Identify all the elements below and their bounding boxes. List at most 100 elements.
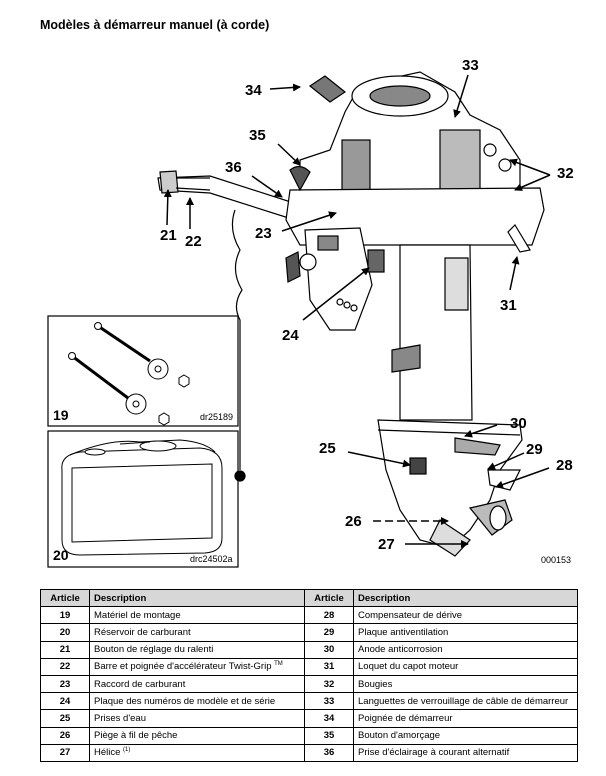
article-description-text: Languettes de verrouillage de câble de d… — [358, 695, 569, 707]
article-number-text: 22 — [59, 661, 71, 673]
article-number-text: 27 — [59, 747, 71, 759]
article-description-text: Bouton de réglage du ralenti — [94, 644, 214, 656]
article-description-text: Poignée de démarreur — [358, 712, 453, 724]
article-description: Matériel de montage — [89, 606, 305, 625]
article-description: Poignée de démarreur — [353, 709, 578, 728]
article-description: Compensateur de dérive — [353, 606, 578, 625]
callout-29: 29 — [526, 441, 543, 458]
article-number-text: 23 — [59, 678, 71, 690]
article-number: 33 — [304, 692, 354, 711]
table-row: 20 Réservoir de carburant 29 Plaque antiven… — [40, 623, 578, 642]
starter-handle — [308, 75, 347, 103]
bolt-icon — [68, 322, 190, 426]
article-number: 34 — [304, 709, 354, 728]
article-number-text: 20 — [59, 626, 71, 638]
article-description-text: Prise d'éclairage à courant alternatif — [358, 747, 510, 759]
article-description-superscript: (1) — [123, 747, 131, 754]
article-description: Plaque antiventilation — [353, 623, 578, 642]
article-description-text: Réservoir de carburant — [94, 626, 191, 638]
article-number: 36 — [304, 743, 354, 762]
header-article-left: Article — [40, 588, 90, 608]
article-number: 30 — [304, 640, 354, 659]
article-description-text: Loquet du capot moteur — [358, 661, 459, 673]
article-number: 32 — [304, 674, 354, 694]
article-number: 22 — [40, 657, 90, 676]
inset-mounting-hardware: 19 dr25189 — [47, 315, 239, 427]
article-description: Piège à fil de pêche — [89, 726, 305, 745]
table-header-row: Article Description Article Description — [40, 588, 578, 608]
article-description-text: Plaque antiventilation — [358, 626, 449, 638]
article-number-text: 36 — [323, 747, 335, 759]
article-number: 27 — [40, 743, 90, 762]
article-number-text: 25 — [59, 712, 71, 724]
article-description: Bougies — [353, 674, 578, 694]
header-description-left: Description — [89, 588, 305, 608]
article-description-text: Prises d'eau — [94, 712, 146, 724]
callout-32: 32 — [557, 165, 574, 182]
motor-drawing — [157, 71, 545, 557]
callout-34: 34 — [245, 82, 262, 99]
article-description-text: Hélice — [94, 747, 121, 759]
page-title: Modèles à démarreur manuel (à corde) — [40, 18, 270, 32]
article-description: Prises d'eau — [89, 709, 305, 728]
callout-36: 36 — [225, 159, 242, 176]
article-description-text: Matériel de montage — [94, 609, 181, 621]
article-number-text: 30 — [323, 644, 335, 656]
article-description: Raccord de carburant — [89, 674, 305, 694]
article-number: 35 — [304, 726, 354, 745]
callout-31: 31 — [500, 297, 517, 314]
outboard-motor-illustration: 19 dr25189 20 drc24502a — [47, 57, 574, 568]
article-description-text: Bouton d'amorçage — [358, 730, 441, 742]
parts-table: Article Description Article Description … — [40, 588, 578, 762]
table-row: 22 Barre et poignée d'accélérateur Twist-… — [40, 657, 578, 676]
callout-22: 22 — [185, 233, 202, 250]
article-description: Prise d'éclairage à courant alternatif — [353, 743, 578, 762]
article-number: 19 — [40, 606, 90, 625]
callout-30: 30 — [510, 415, 527, 432]
callout-35: 35 — [249, 127, 266, 144]
inset-number-20: 20 — [53, 547, 69, 563]
article-description: Hélice (1) — [89, 743, 305, 762]
article-number-text: 31 — [323, 661, 335, 673]
article-description: Bouton de réglage du ralenti — [89, 640, 305, 659]
article-number: 29 — [304, 623, 354, 642]
inset-code-20: drc24502a — [190, 554, 233, 564]
fuel-tank-icon — [61, 439, 223, 556]
article-number-text: 24 — [59, 695, 71, 707]
article-number-text: 35 — [323, 730, 335, 742]
table-row: 26 Piège à fil de pêche 35 Bouton d'amorçag… — [40, 726, 578, 745]
article-number: 28 — [304, 606, 354, 625]
article-number-text: 34 — [323, 712, 335, 724]
article-number: 26 — [40, 726, 90, 745]
callout-21: 21 — [160, 227, 177, 244]
article-number: 23 — [40, 674, 90, 694]
header-description-right: Description — [353, 588, 578, 608]
callout-24: 24 — [282, 327, 299, 344]
inset-fuel-tank: 20 drc24502a — [47, 430, 239, 568]
callout-28: 28 — [556, 457, 573, 474]
callout-arrows — [163, 74, 551, 548]
article-number-text: 26 — [59, 730, 71, 742]
water-intake — [409, 457, 427, 475]
article-description-text: Compensateur de dérive — [358, 609, 463, 621]
callout-33: 33 — [462, 57, 479, 74]
article-number-text: 28 — [323, 609, 335, 621]
article-description: Loquet du capot moteur — [353, 657, 578, 676]
table-row: 27 Hélice (1) 36 Prise d'éclairage à couran… — [40, 743, 578, 762]
cowl-latch — [507, 224, 531, 253]
article-number: 24 — [40, 692, 90, 711]
table-row: 25 Prises d'eau 34 Poignée de démarreur — [40, 709, 578, 728]
article-description: Languettes de verrouillage de câble de d… — [353, 692, 578, 711]
header-article-right: Article — [304, 588, 354, 608]
article-description: Anode anticorrosion — [353, 640, 578, 659]
anode — [454, 437, 501, 456]
callout-25: 25 — [319, 440, 336, 457]
article-description: Barre et poignée d'accélérateur Twist-Gr… — [89, 657, 305, 676]
callout-27: 27 — [378, 536, 395, 553]
inset-code-19: dr25189 — [200, 412, 233, 422]
figure-code: 000153 — [541, 555, 571, 565]
stop-lanyard — [231, 209, 243, 470]
article-description-text: Raccord de carburant — [94, 678, 186, 690]
